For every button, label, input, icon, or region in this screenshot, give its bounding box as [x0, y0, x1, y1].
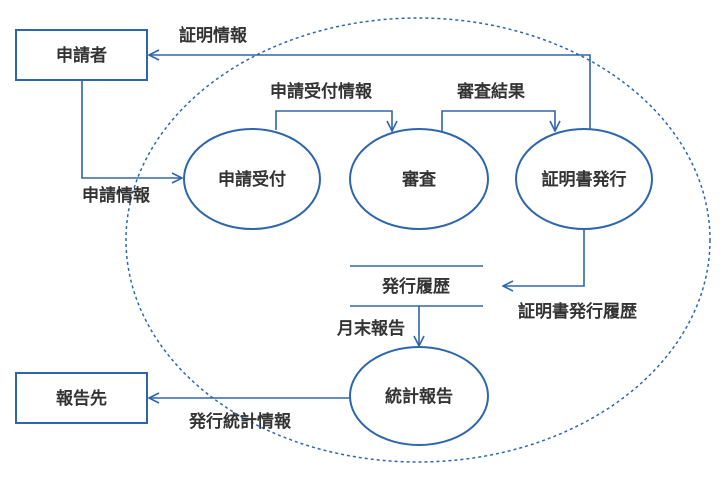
data-store-issuance-history-label: 発行履歴: [381, 276, 450, 297]
entity-applicant-box: [15, 29, 148, 81]
process-application-reception: [183, 128, 321, 230]
flow-reception-info-arrow: [275, 110, 392, 131]
process-certificate-issuance-label: 証明書発行: [542, 169, 627, 190]
flow-issuance-stats-label: 発行統計情報: [188, 411, 292, 432]
flow-review-result-label: 審査結果: [456, 81, 525, 102]
process-application-reception-label: 申請受付: [218, 169, 286, 190]
process-review-label: 審査: [401, 169, 437, 190]
entity-report-recipient-box: [15, 372, 148, 424]
entity-applicant-label: 申請者: [56, 45, 107, 66]
process-statistics-report-label: 統計報告: [385, 386, 453, 407]
flow-certificate-info-label: 証明情報: [179, 25, 248, 46]
flow-application-info-label: 申請情報: [82, 185, 151, 206]
flow-issuance-history-arrow: [503, 229, 585, 286]
entity-report-recipient-label: 報告先: [56, 388, 107, 409]
flow-issuance-history-label: 証明書発行履歴: [518, 301, 637, 322]
flow-reception-info-label: 申請受付情報: [270, 81, 373, 102]
flow-monthly-report-label: 月末報告: [336, 318, 405, 339]
flow-certificate-info-arrow: [149, 55, 591, 129]
process-statistics-report: [349, 346, 489, 446]
system-boundary: [125, 17, 711, 463]
flow-application-info-arrow: [81, 80, 182, 178]
process-review: [349, 128, 489, 230]
flow-review-result-arrow: [441, 110, 555, 131]
